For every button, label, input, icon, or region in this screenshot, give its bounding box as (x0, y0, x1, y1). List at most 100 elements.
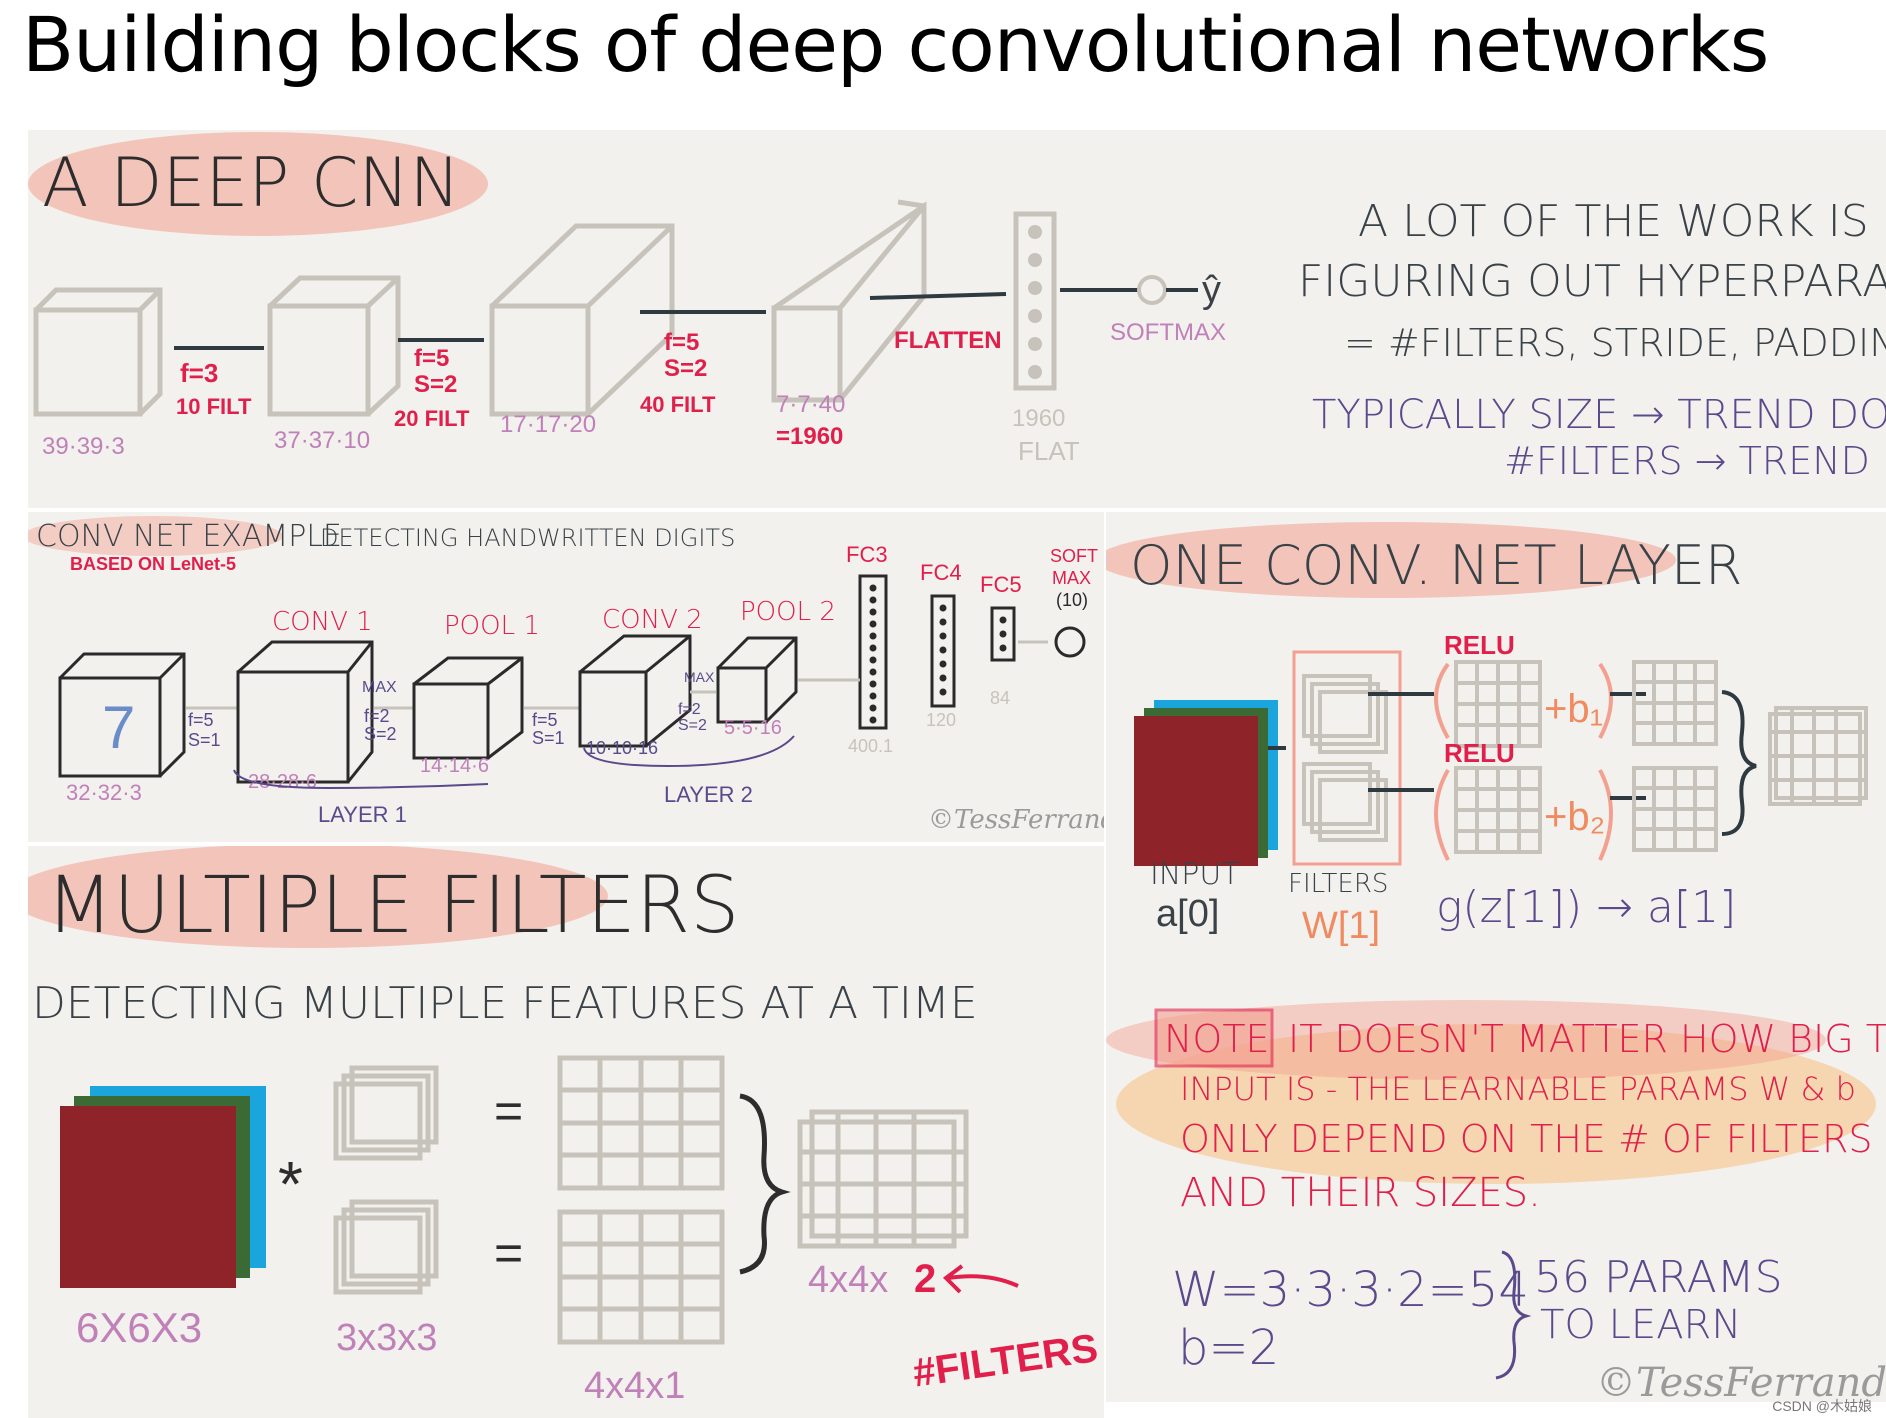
layer-1-param-1: 10 FILT (176, 394, 252, 419)
note-line-1: A LOT OF THE WORK IS (1358, 196, 1869, 247)
output-dims: 4x4x (808, 1259, 888, 1301)
volume-1 (33, 287, 163, 417)
conv2-cube (578, 634, 692, 748)
equals-2: = (494, 1225, 523, 1281)
note-line-2: INPUT IS - THE LEARNABLE PARAMS W & b (1180, 1070, 1856, 1108)
params-brace (1495, 1250, 1532, 1380)
filter-stack-2 (333, 1199, 439, 1295)
volume-4 (771, 199, 927, 403)
filter-stack-1 (333, 1065, 439, 1161)
note-line-3: = #FILTERS, STRIDE, PADDING ETC (1344, 321, 1886, 365)
params-total-2: TO LEARN (1540, 1302, 1741, 1348)
softmax-label: SOFTMAX (1110, 319, 1226, 346)
layer-2-param-2: 20 FILT (394, 406, 470, 431)
volume-3-dims: 17·17·20 (500, 411, 596, 438)
output-node (1054, 626, 1086, 658)
lenet-credit: ©TessFerrandez (928, 805, 1104, 835)
note-tag-box (1154, 1008, 1274, 1068)
fc4-dims: 120 (926, 710, 956, 730)
pool1-param-0: MAX (362, 679, 397, 696)
volume-3 (489, 223, 675, 417)
conv2-label: CONV 2 (602, 605, 703, 635)
lenet-description: DETECTING HANDWRITTEN DIGITS (320, 524, 735, 552)
output-grid-2 (1632, 766, 1718, 852)
layer1-brace (233, 769, 489, 790)
note-line-4: AND THEIR SIZES. (1180, 1170, 1541, 1216)
filter-stack-2 (1302, 762, 1388, 842)
softmax-node (1137, 275, 1167, 305)
stacked-output-volume (1768, 706, 1868, 806)
paren-right-1 (1598, 662, 1613, 739)
layer1-label: LAYER 1 (318, 802, 407, 827)
layer-1-param-0: f=3 (180, 358, 218, 388)
note-line-1: IT DOESN'T MATTER HOW BIG THE (1288, 1017, 1886, 1061)
lenet-heading: CONV NET EXAMPLE (36, 519, 342, 554)
input-volume (1134, 700, 1278, 866)
pool1-dims: 14·14·6 (420, 755, 489, 777)
pool2-label: POOL 2 (740, 597, 836, 627)
convolution-operator: * (278, 1148, 303, 1220)
conv1-param-0: f=5 (188, 710, 214, 730)
volume-1-dims: 39·39·3 (42, 433, 125, 460)
layer-2-param-1: S=2 (414, 371, 457, 398)
volume-2-dims: 37·37·10 (274, 427, 370, 454)
input-dims: 6X6X3 (76, 1304, 202, 1351)
conv-layer-credit: ©TessFerrandez (1596, 1360, 1886, 1402)
input-dims: 32·32·3 (66, 780, 142, 805)
filters-symbol: W[1] (1302, 905, 1380, 947)
filters-arrow (942, 1264, 1019, 1294)
conv1-dims: 28·28·6 (248, 771, 317, 793)
w-calc: W=3·3·3·2=54 (1172, 1262, 1529, 1318)
softmax-line-2: MAX (1052, 568, 1091, 588)
pool2-param-0: MAX (684, 669, 715, 685)
relu-grid-2 (1454, 766, 1542, 854)
filters-box (1292, 650, 1402, 866)
filters-note: #FILTERS (910, 1326, 1100, 1395)
params-total-1: 56 PARAMS (1534, 1252, 1783, 1303)
fc5-label: FC5 (980, 572, 1022, 597)
flat-size: 1960 (1012, 405, 1065, 432)
conv2-dims: 10·10·16 (586, 738, 658, 758)
result-dims: 4x4x1 (584, 1365, 685, 1407)
paren-left-1 (1434, 662, 1450, 739)
relu-grid-1 (1454, 660, 1542, 748)
stack-brace (739, 1093, 791, 1275)
stacked-output-volume (797, 1109, 969, 1249)
fc3-vector (858, 574, 888, 730)
filter-dims: 3x3x3 (336, 1317, 437, 1359)
relu-label-1: RELU (1444, 630, 1515, 660)
equals-1: = (494, 1083, 523, 1139)
layer-2-param-0: f=5 (414, 345, 449, 372)
flat-label: FLAT (1018, 436, 1080, 466)
layer2-brace (583, 735, 795, 768)
input-label: INPUT (1150, 857, 1240, 892)
flat-total: =1960 (776, 423, 843, 450)
fc5-vector (990, 606, 1016, 662)
output-grid-1 (1632, 660, 1718, 746)
filters-label: FILTERS (1288, 869, 1388, 899)
layer-3-param-0: f=5 (664, 329, 699, 356)
paren-right-2 (1598, 769, 1613, 861)
multi-filters-panel: MULTIPLE FILTERS DETECTING MULTIPLE FEAT… (28, 846, 1104, 1418)
relu-label-2: RELU (1444, 738, 1515, 768)
b-calc: b=2 (1178, 1320, 1279, 1376)
input-symbol: a[0] (1156, 893, 1219, 935)
trend-line-2: #FILTERS → TREND UP (1504, 439, 1886, 483)
combine-brace (1721, 690, 1757, 836)
result-grid-2 (557, 1209, 725, 1345)
activation-formula: g(z[1]) → a[1] (1436, 882, 1736, 933)
pool1-param-2: S=2 (364, 724, 397, 744)
note-line-3: ONLY DEPEND ON THE # OF FILTERS (1180, 1117, 1873, 1161)
filter-stack-1 (1302, 674, 1388, 754)
fc4-label: FC4 (920, 560, 962, 585)
result-grid-1 (557, 1055, 725, 1191)
multi-filters-heading: MULTIPLE FILTERS (46, 861, 740, 951)
pool2-cube (716, 636, 798, 724)
lenet-panel: CONV NET EXAMPLE BASED ON LeNet-5 DETECT… (28, 512, 1104, 842)
conv1-label: CONV 1 (272, 607, 373, 637)
flat-vector (1013, 211, 1057, 391)
volume-2 (267, 275, 401, 417)
fc3-dims: 400.1 (848, 736, 893, 756)
conv2-param-0: f=5 (532, 710, 558, 730)
input-cube (58, 652, 186, 778)
